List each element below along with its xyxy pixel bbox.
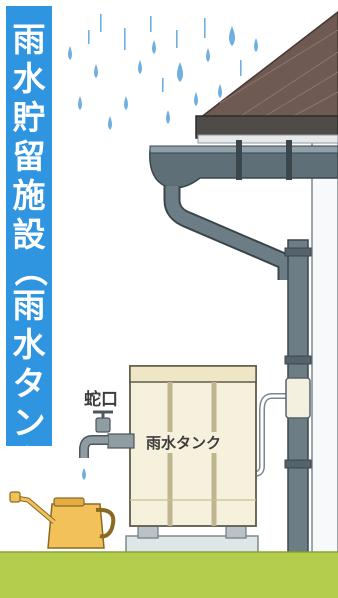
tank-stand	[125, 523, 259, 555]
grass-ground	[0, 552, 338, 598]
tank-label: 雨水タンク	[144, 432, 224, 453]
roof	[195, 11, 338, 144]
rain-drops	[68, 14, 258, 130]
faucet	[79, 410, 135, 480]
title-open-paren: （	[10, 253, 49, 287]
house-wall	[311, 129, 338, 563]
faucet-label: 蛇口	[84, 390, 118, 410]
title-main: 雨水貯留施設	[12, 20, 46, 254]
watering-can	[9, 491, 116, 549]
title-band	[6, 6, 52, 446]
gutter	[149, 140, 338, 189]
rain-diverter	[253, 377, 311, 477]
title-sub: 雨水タンク	[12, 286, 46, 481]
title-close-paren: ）	[10, 480, 49, 514]
vertical-title: 雨水貯留施設 （ 雨水タンク ）	[6, 6, 52, 514]
